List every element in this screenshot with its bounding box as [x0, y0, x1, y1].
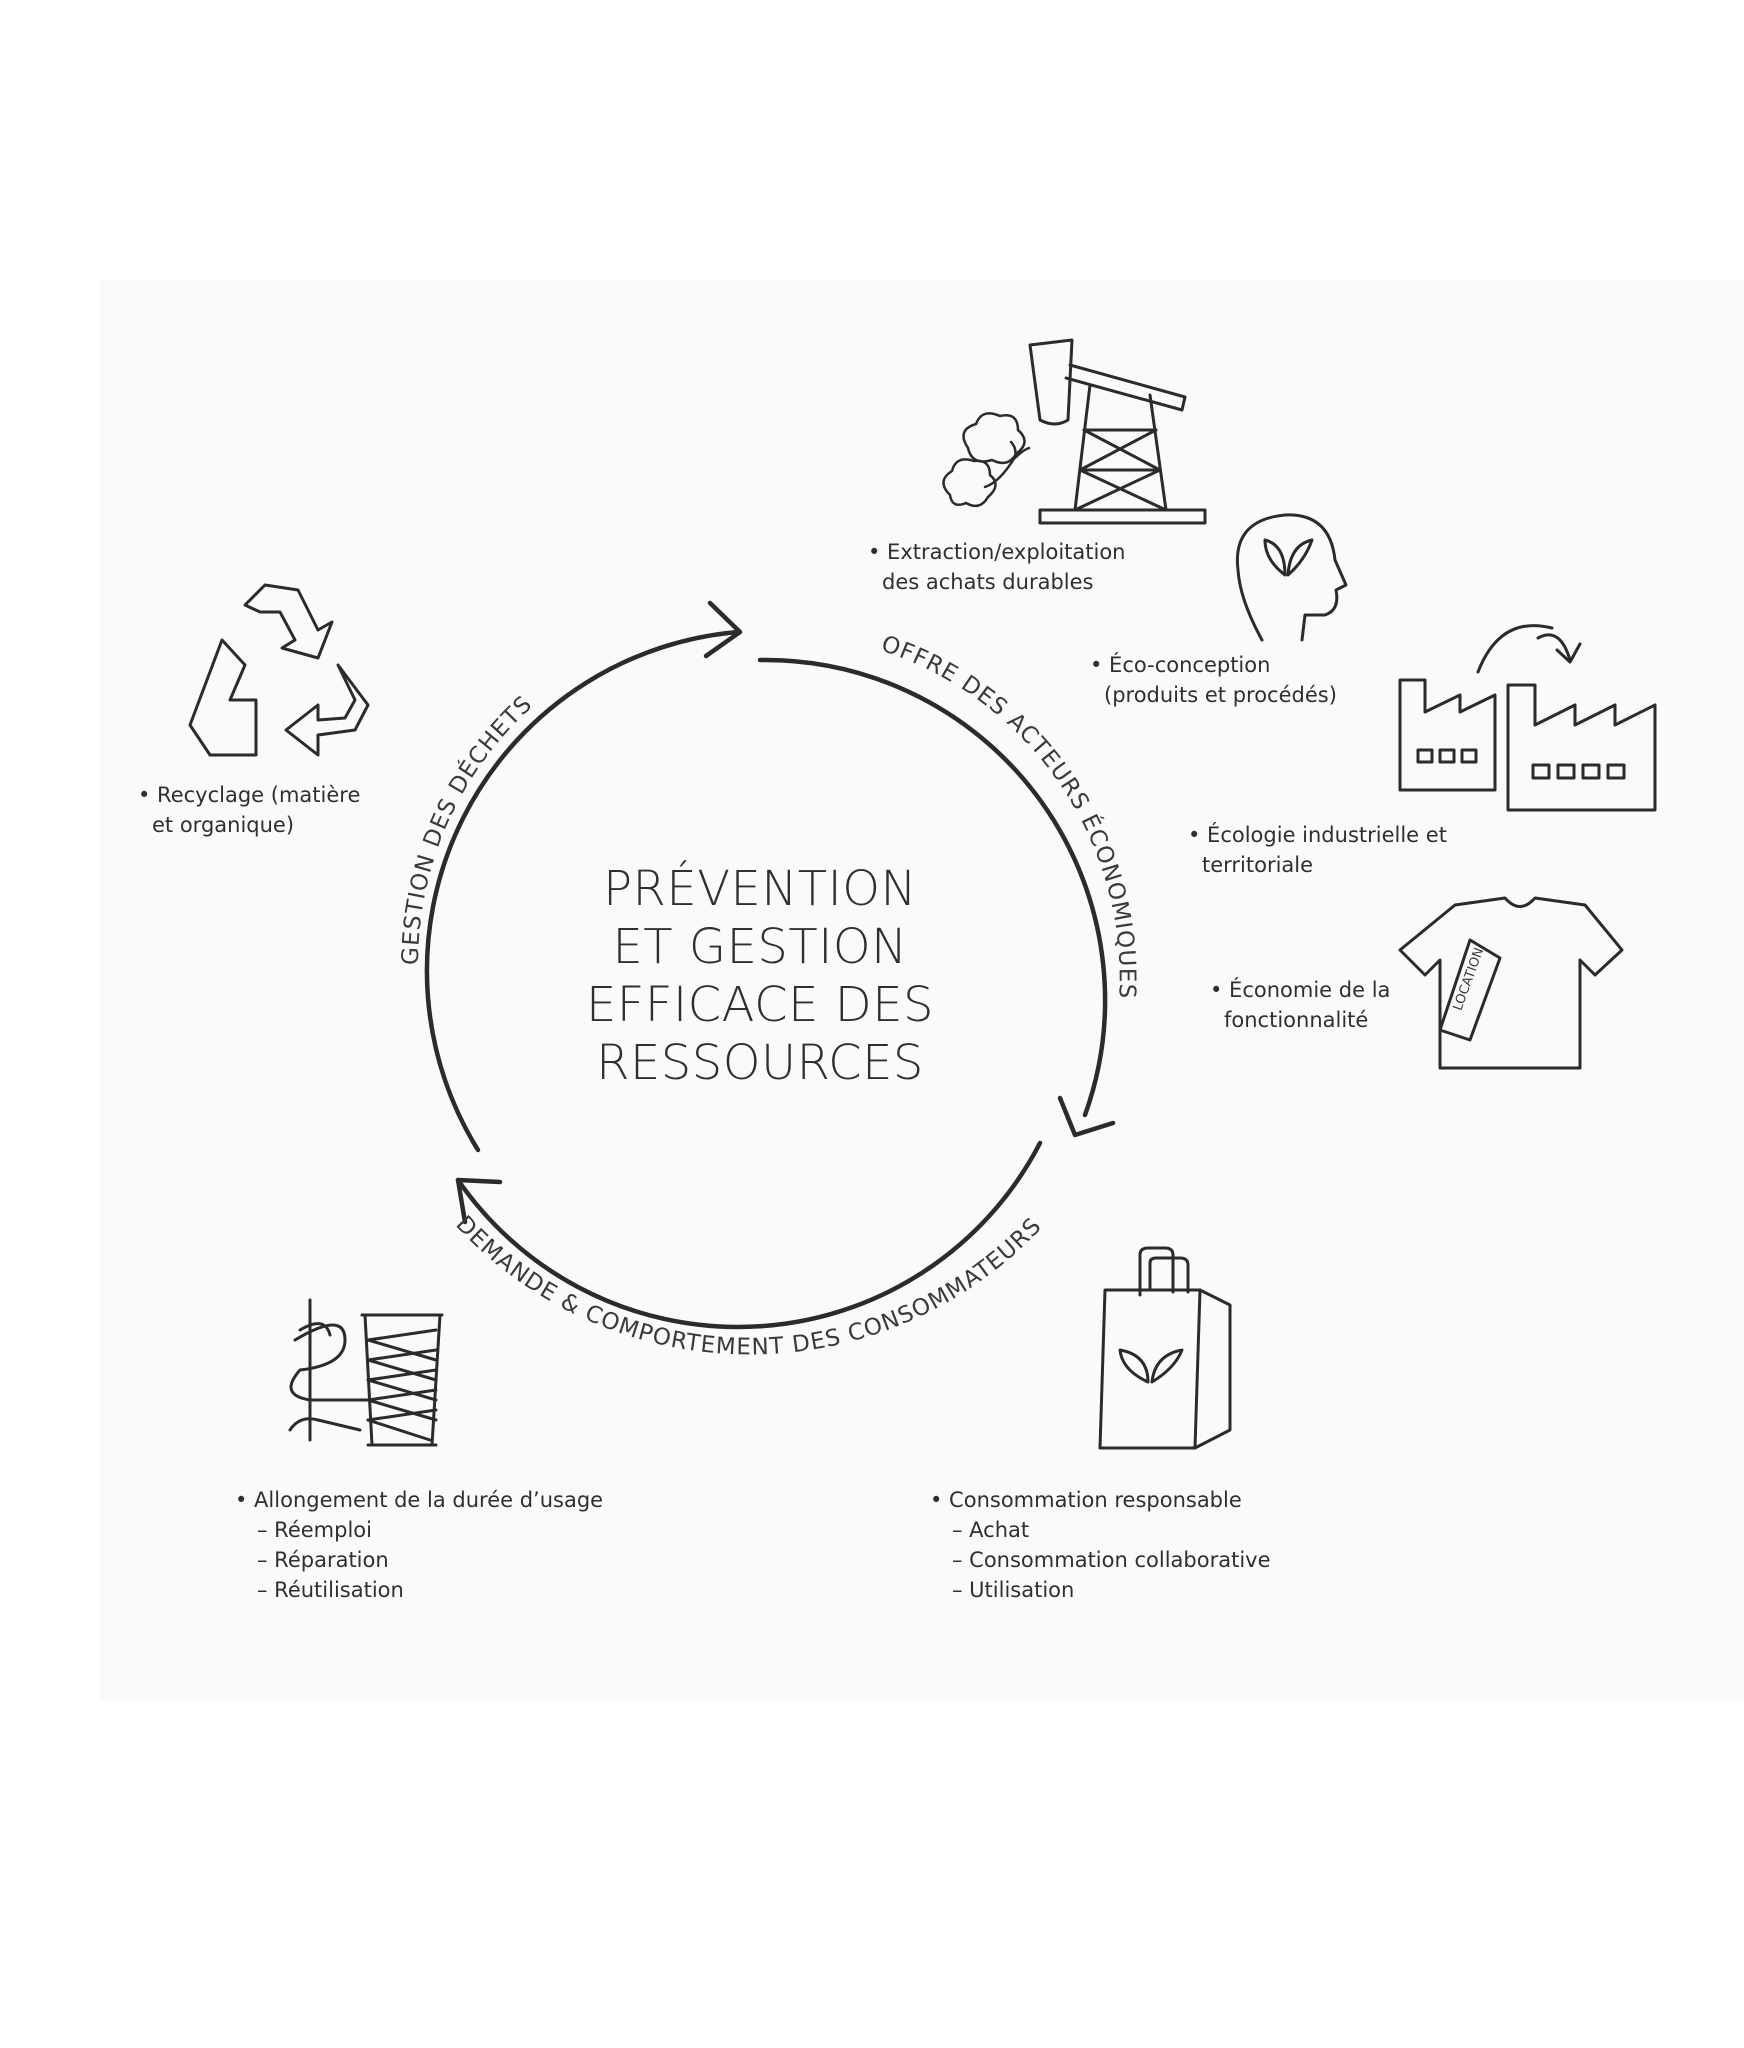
item-economie-fonctionnalite: • Économie de la fonctionnalité	[1210, 978, 1391, 1032]
factory-icon	[1398, 624, 1657, 812]
item-consommation: • Consommation responsable – Achat – Con…	[930, 1488, 1271, 1602]
arc-label-demande: DEMANDE & COMPORTEMENT DES CONSOMMATEURS	[451, 1211, 1047, 1360]
item-allongement: • Allongement de la durée d’usage – Réem…	[235, 1488, 604, 1602]
center-title-line: ET GESTION	[612, 919, 908, 975]
center-title-line: RESSOURCES	[596, 1035, 924, 1091]
arc-gestion	[424, 629, 741, 1153]
thread-spool-icon	[288, 1298, 444, 1447]
arrow-head-top	[703, 600, 743, 659]
arrow-head-left	[455, 1177, 503, 1225]
center-title-line: EFFICACE DES	[585, 977, 935, 1033]
shopping-bag-icon	[1098, 1246, 1232, 1450]
item-eco-conception: • Éco-conception (produits et procédés)	[1090, 653, 1337, 707]
center-title: PRÉVENTION ET GESTION EFFICACE DES RESSO…	[540, 860, 980, 1092]
oil-pump-icon	[1028, 338, 1207, 525]
item-ecologie-industrielle: • Écologie industrielle et territoriale	[1188, 823, 1447, 877]
head-leaf-icon	[1235, 513, 1348, 642]
cotton-icon	[942, 412, 1031, 508]
arrow-head-right	[1057, 1095, 1116, 1138]
arc-demande	[455, 1140, 1043, 1330]
recycle-icon	[188, 583, 370, 757]
center-title-line: PRÉVENTION	[603, 861, 917, 917]
arc-offre	[757, 657, 1108, 1118]
item-extraction: • Extraction/exploitation des achats dur…	[868, 540, 1126, 594]
tshirt-tag-icon: LOCATION	[1398, 896, 1624, 1070]
diagram-background	[100, 280, 1744, 1700]
item-recyclage: • Recyclage (matière et organique)	[138, 783, 361, 837]
arc-label-gestion: GESTION DES DÉCHETS	[398, 691, 538, 965]
